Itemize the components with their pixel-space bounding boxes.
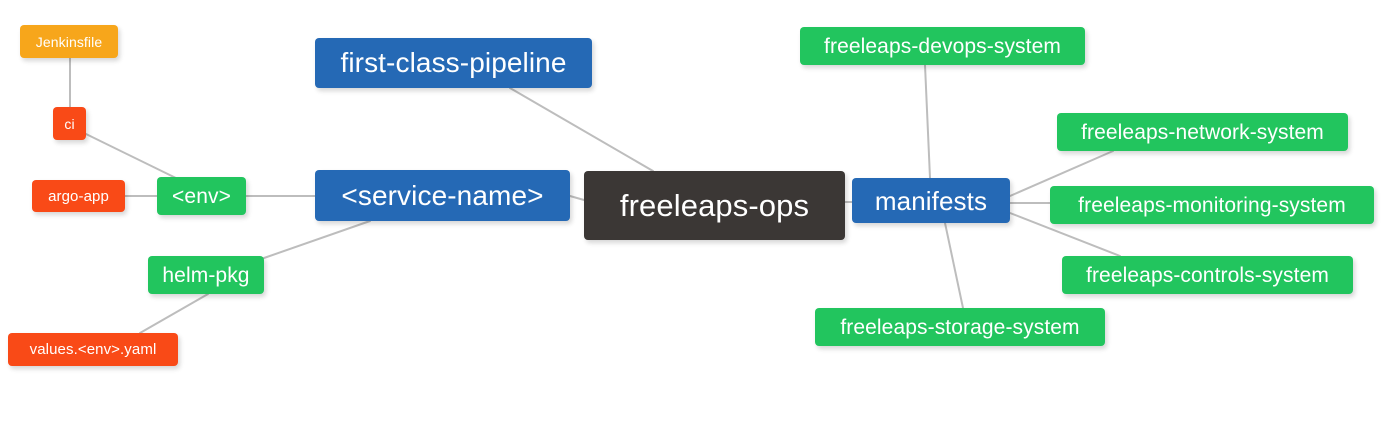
edge-manifests-to-freeleaps-devops-system <box>924 64 931 179</box>
edge-ci-to-env <box>85 133 181 181</box>
node-label: freeleaps-monitoring-system <box>1078 193 1346 217</box>
node-label: manifests <box>874 185 988 216</box>
node-label: argo-app <box>48 187 109 205</box>
node-jenkinsfile[interactable]: Jenkinsfile <box>20 25 118 58</box>
node-freeleaps-devops-system[interactable]: freeleaps-devops-system <box>800 27 1085 65</box>
edge-first-class-pipeline-to-freeleaps-ops <box>509 87 654 172</box>
node-label: values.<env>.yaml <box>29 341 157 358</box>
node-label: freeleaps-storage-system <box>840 315 1080 339</box>
node-values-yaml[interactable]: values.<env>.yaml <box>8 333 178 366</box>
node-label: first-class-pipeline <box>340 47 567 78</box>
node-label: freeleaps-devops-system <box>824 34 1061 58</box>
node-label: ci <box>64 115 75 132</box>
node-label: freeleaps-ops <box>619 188 810 223</box>
node-env[interactable]: <env> <box>157 177 246 215</box>
node-label: freeleaps-network-system <box>1081 120 1324 144</box>
node-label: <env> <box>172 184 231 208</box>
node-argo-app[interactable]: argo-app <box>32 180 125 212</box>
node-helm-pkg[interactable]: helm-pkg <box>148 256 264 294</box>
edge-manifests-to-freeleaps-storage-system <box>944 222 964 309</box>
node-label: helm-pkg <box>162 263 250 287</box>
edge-service-name-to-freeleaps-ops <box>569 195 585 201</box>
node-label: freeleaps-controls-system <box>1086 263 1329 287</box>
node-freeleaps-controls-system[interactable]: freeleaps-controls-system <box>1062 256 1353 294</box>
node-service-name[interactable]: <service-name> <box>315 170 570 221</box>
node-freeleaps-ops[interactable]: freeleaps-ops <box>584 171 845 240</box>
node-first-class-pipeline[interactable]: first-class-pipeline <box>315 38 592 88</box>
node-freeleaps-monitoring-system[interactable]: freeleaps-monitoring-system <box>1050 186 1374 224</box>
node-ci[interactable]: ci <box>53 107 86 140</box>
node-label: Jenkinsfile <box>35 33 103 50</box>
node-freeleaps-network-system[interactable]: freeleaps-network-system <box>1057 113 1348 151</box>
node-label: <service-name> <box>341 179 544 211</box>
edge-helm-pkg-to-service-name <box>263 220 371 259</box>
edge-values-yaml-to-helm-pkg <box>139 293 209 334</box>
node-manifests[interactable]: manifests <box>852 178 1010 223</box>
node-freeleaps-storage-system[interactable]: freeleaps-storage-system <box>815 308 1105 346</box>
